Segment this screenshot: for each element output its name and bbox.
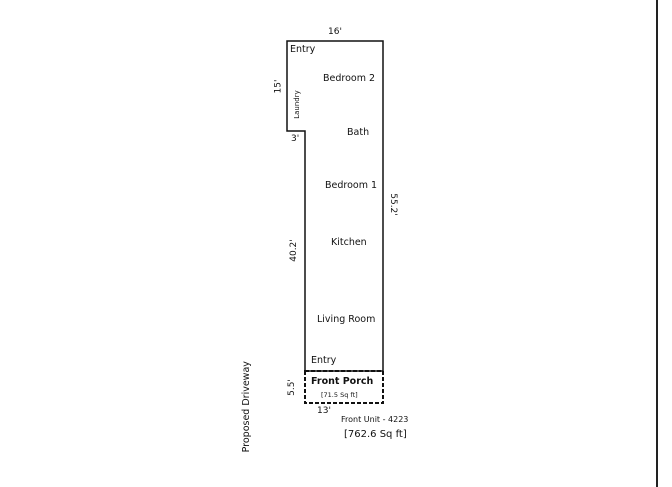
porch-area: [71.5 Sq ft] [321, 391, 358, 399]
room-bedroom-2: Bedroom 2 [323, 73, 376, 84]
unit-name: Front Unit - 4223 [341, 415, 409, 424]
dim-left-long-height: 40.2' [288, 239, 299, 262]
page-edge-line [656, 0, 658, 487]
driveway-label: Proposed Driveway [240, 361, 252, 453]
room-laundry: Laundry [292, 90, 301, 119]
room-living-room: Living Room [317, 314, 376, 325]
room-entry-upper: Entry [290, 44, 316, 55]
dim-upper-left-height: 15' [273, 79, 284, 94]
dim-right-height: 55.2' [387, 193, 398, 216]
room-bedroom-1: Bedroom 1 [325, 180, 378, 191]
dim-top-width: 16' [328, 27, 342, 37]
unit-area: [762.6 Sq ft] [344, 429, 407, 440]
room-bath: Bath [347, 127, 370, 138]
room-entry-lower: Entry [311, 355, 337, 366]
dim-porch-width: 13' [317, 406, 331, 416]
dim-step-offset: 3' [291, 134, 300, 144]
dim-porch-depth: 5.5' [286, 379, 297, 396]
porch-outline [304, 370, 384, 404]
room-kitchen: Kitchen [331, 237, 367, 248]
porch-title: Front Porch [311, 376, 374, 387]
